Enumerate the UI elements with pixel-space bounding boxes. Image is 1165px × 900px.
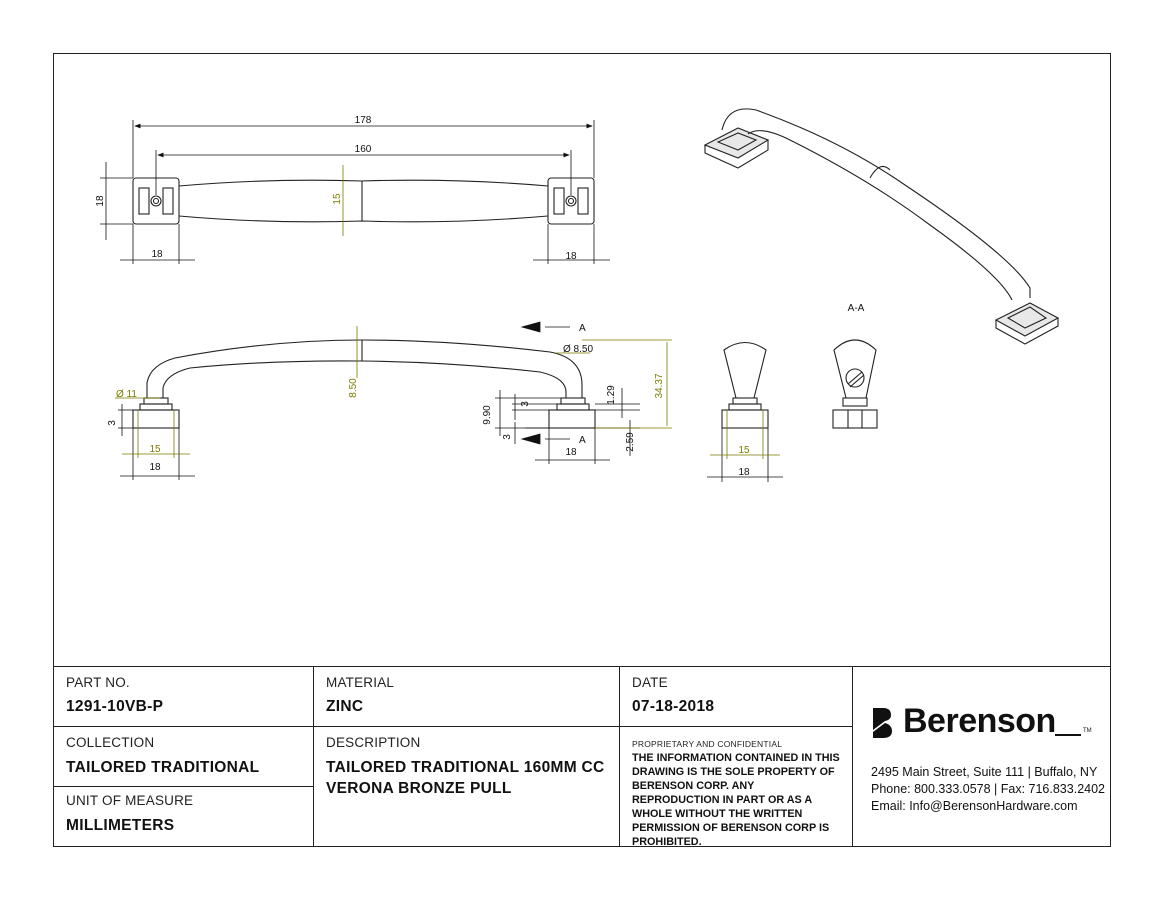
dim-base-width-right: 18 [565,251,577,262]
dim-overall-length: 178 [355,115,372,126]
dim-base-offset-left: 3 [107,420,118,426]
isometric-view [703,108,1060,345]
section-title: A-A [848,303,865,314]
drawing-sheet-border [53,53,1111,847]
top-view-dimensions [100,120,610,264]
company-name: Berenson [903,702,1056,740]
trademark-mark: TM [1083,728,1092,734]
dim-projection: 34.37 [654,373,665,398]
logo-underline [1055,734,1081,736]
uom-value: MILLIMETERS [66,817,175,834]
tb-col-rule-1 [313,666,314,847]
company-address: 2495 Main Street, Suite 111 | Buffalo, N… [871,765,1098,779]
dim-base-width-section: 18 [738,467,750,478]
berenson-logo-icon [873,708,892,738]
part-no-label: PART NO. [66,675,130,690]
tb-row-rule-1 [53,726,852,727]
dim-1-29: 1.29 [606,385,617,405]
section-marker-bottom: A [579,435,586,446]
dim-base-height: 18 [95,195,106,207]
end-view-green-dims [710,410,780,459]
dim-diameter-11: Ø 11 [116,389,137,400]
dim-grip-thickness: 8.50 [348,378,359,398]
collection-value: TAILORED TRADITIONAL [66,759,260,776]
company-email[interactable]: Email: Info@BerensonHardware.com [871,799,1078,813]
collection-label: COLLECTION [66,735,155,750]
dim-grip-width: 15 [332,193,343,205]
date-value: 07-18-2018 [632,698,715,715]
title-block: PART NO. 1291-10VB-P MATERIAL ZINC DATE … [53,666,1111,848]
dim-offset-upper: 3 [520,401,531,407]
section-marker-top: A [579,323,586,334]
dim-diameter-8-50: Ø 8.50 [563,344,593,355]
tb-col-rule-2 [619,666,620,847]
dim-base-width-side-left: 18 [149,462,161,473]
dim-post-width-section: 15 [738,445,750,456]
description-line1: TAILORED TRADITIONAL 160MM CC [326,759,605,776]
side-view-dimensions [118,321,640,480]
tb-col-rule-3 [852,666,853,847]
end-view [721,341,769,429]
side-view [132,339,596,429]
part-no-value: 1291-10VB-P [66,698,164,715]
description-line2: VERONA BRONZE PULL [326,780,512,797]
confidential-heading: PROPRIETARY AND CONFIDENTIAL [632,739,783,749]
dim-2-59: 2.59 [625,432,636,452]
side-view-green-dims [115,326,672,458]
dim-center-to-center: 160 [355,144,372,155]
dim-post-width-left: 15 [149,444,161,455]
confidential-text: THE INFORMATION CONTAINED IN THIS DRAWIN… [632,752,840,848]
description-label: DESCRIPTION [326,735,421,750]
dim-pull-height: 9.90 [482,405,493,425]
technical-drawing: 178 160 18 18 18 15 [95,108,1060,482]
material-value: ZINC [326,698,364,715]
material-label: MATERIAL [326,675,395,690]
date-label: DATE [632,675,668,690]
tb-row-rule-2 [53,786,313,787]
dim-base-width-left: 18 [151,249,163,260]
dim-offset-lower: 3 [502,434,513,440]
section-view [832,339,878,429]
dim-base-width-side: 18 [565,447,577,458]
uom-label: UNIT OF MEASURE [66,793,194,808]
company-phone: Phone: 800.333.0578 | Fax: 716.833.2402 [871,782,1105,796]
tb-top-rule [53,666,1111,667]
top-view [132,177,595,225]
